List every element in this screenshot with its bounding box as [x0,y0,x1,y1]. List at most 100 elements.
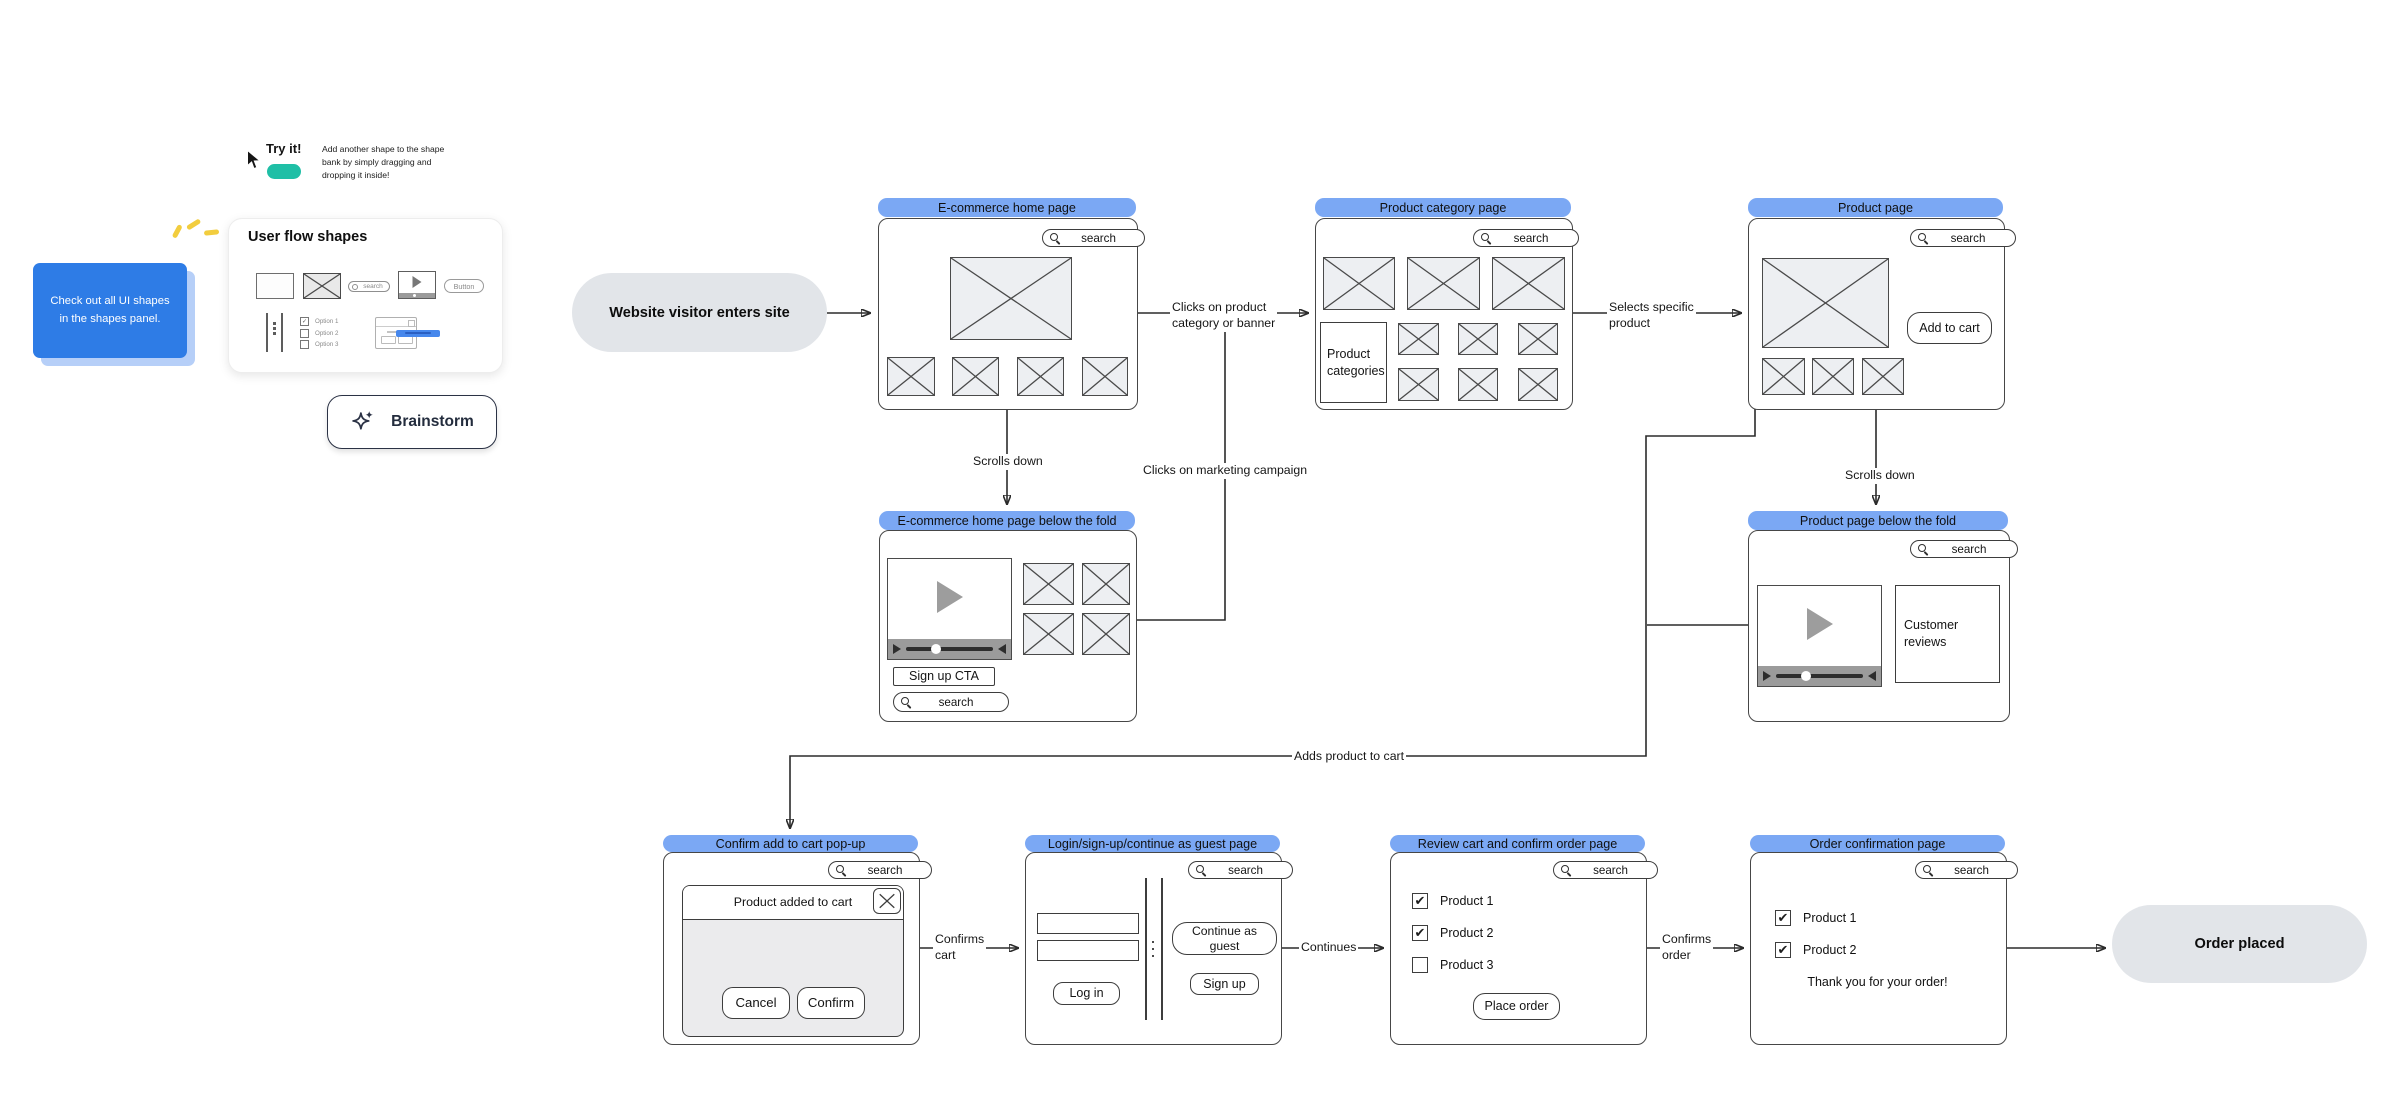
customer-reviews-box[interactable]: Customer reviews [1895,585,2000,683]
try-it-toggle[interactable] [267,164,301,179]
continue-as-guest-button[interactable]: Continue as guest [1172,922,1277,955]
cursor-icon [246,149,262,176]
image-placeholder[interactable] [1762,358,1805,395]
image-placeholder[interactable] [1812,358,1854,395]
node-header-popup[interactable]: Confirm add to cart pop-up [663,835,918,852]
edge-label-adds-to-cart[interactable]: Adds product to cart [1292,749,1407,765]
node-header-confirmation[interactable]: Order confirmation page [1750,835,2005,852]
image-placeholder[interactable] [952,357,999,396]
node-title: Order confirmation page [1809,836,1946,851]
add-to-cart-button[interactable]: Add to cart [1907,312,1992,344]
checkbox[interactable]: ✔ [1412,893,1428,909]
shape-thumb-link-bar[interactable] [396,330,440,337]
product-categories-box[interactable]: Product categories [1320,322,1387,403]
brainstorm-button[interactable]: Brainstorm [327,395,497,449]
shapes-panel[interactable]: User flow shapes search Button ✓ [228,218,503,373]
shape-thumb-video-player[interactable] [398,271,436,299]
image-placeholder[interactable] [1407,257,1480,310]
search-field[interactable]: search [1915,861,2018,879]
image-placeholder[interactable] [1082,357,1128,396]
signup-button[interactable]: Sign up [1190,973,1259,995]
place-order-button[interactable]: Place order [1473,993,1560,1020]
edge-label-scrolls-down-product[interactable]: Scrolls down [1843,468,1917,484]
search-field[interactable]: search [1910,229,2016,247]
image-placeholder[interactable] [1492,257,1565,310]
video-player[interactable] [887,558,1012,660]
search-field[interactable]: search [1473,229,1579,247]
shape-thumb-button[interactable]: Button [444,279,484,293]
image-placeholder[interactable] [950,257,1072,340]
signup-cta-button[interactable]: Sign up CTA [893,667,995,686]
thumb-button-label: Button [453,281,475,291]
image-placeholder[interactable] [1398,368,1439,401]
node-header-product-below[interactable]: Product page below the fold [1748,511,2008,530]
close-button[interactable] [873,888,901,914]
edge-label-confirms-order[interactable]: Confirms order [1660,932,1714,964]
progress-track [906,644,993,654]
username-input[interactable] [1037,913,1139,934]
video-controls-bar [399,293,435,298]
image-placeholder[interactable] [1862,358,1904,395]
search-field[interactable]: search [1553,861,1658,879]
shape-thumb-search-field[interactable]: search [348,281,390,292]
edge-label-selects-product[interactable]: Selects specific product [1607,300,1696,332]
node-header-login[interactable]: Login/sign-up/continue as guest page [1025,835,1280,852]
cancel-button[interactable]: Cancel [722,987,790,1019]
image-placeholder[interactable] [1762,258,1889,348]
shape-thumb-scrollbar[interactable] [266,313,283,352]
node-header-home-below[interactable]: E-commerce home page below the fold [879,511,1135,530]
image-placeholder[interactable] [1082,563,1130,605]
checkbox[interactable]: ✔ [1775,942,1791,958]
edge-label-continues[interactable]: Continues [1299,940,1359,956]
image-placeholder[interactable] [1323,257,1395,310]
checkbox-icon [300,328,309,338]
image-placeholder[interactable] [1458,368,1498,401]
image-placeholder[interactable] [1518,368,1558,401]
image-placeholder[interactable] [1017,357,1064,396]
play-icon [412,275,422,288]
node-header-review[interactable]: Review cart and confirm order page [1390,835,1645,852]
search-icon [1196,865,1206,875]
image-placeholder[interactable] [1082,613,1130,655]
try-it-tip: Add another shape to the shape bank by s… [322,144,445,180]
sparkle-icon [350,409,377,436]
close-icon [879,893,895,909]
search-field[interactable]: search [1910,540,2018,558]
promo-box[interactable]: Check out all UI shapes in the shapes pa… [33,263,187,358]
search-field[interactable]: search [893,692,1009,712]
video-player[interactable] [1757,585,1882,687]
image-placeholder[interactable] [1398,323,1439,355]
edge-label-confirms-cart[interactable]: Confirms cart [933,932,987,964]
edge-label-clicks-category[interactable]: Clicks on product category or banner [1170,300,1278,332]
node-end[interactable]: Order placed [2112,905,2367,983]
login-button[interactable]: Log in [1053,982,1120,1005]
search-field[interactable]: search [828,861,932,879]
node-start[interactable]: Website visitor enters site [572,273,827,352]
shape-thumb-checkbox-list[interactable]: ✓ Option 1 Option 2 Option 3 [300,317,360,349]
cart-modal[interactable]: Product added to cart [682,885,904,1037]
image-placeholder[interactable] [1023,613,1074,655]
confirm-button[interactable]: Confirm [797,987,865,1019]
node-header-home[interactable]: E-commerce home page [878,198,1136,217]
checkbox[interactable]: ✔ [1412,957,1428,973]
edge-label-clicks-marketing[interactable]: Clicks on marketing campaign [1141,463,1310,479]
node-header-category[interactable]: Product category page [1315,198,1571,217]
search-field[interactable]: search [1042,229,1145,247]
shape-thumb-image-placeholder[interactable] [303,273,341,299]
image-placeholder[interactable] [1458,323,1498,355]
node-title: E-commerce home page below the fold [897,513,1117,528]
node-header-product[interactable]: Product page [1748,198,2003,217]
edge-label-scrolls-down-home[interactable]: Scrolls down [971,454,1045,470]
image-placeholder[interactable] [887,357,935,396]
image-placeholder[interactable] [1518,323,1558,355]
shape-thumb-rectangle[interactable] [256,273,294,299]
checkbox[interactable]: ✔ [1412,925,1428,941]
node-start-label: Website visitor enters site [609,304,790,321]
product-label: Product 3 [1440,958,1494,972]
image-placeholder[interactable] [1023,563,1074,605]
password-input[interactable] [1037,940,1139,961]
search-field[interactable]: search [1188,861,1293,879]
node-confirmation[interactable] [1750,852,2007,1045]
checkbox[interactable]: ✔ [1775,910,1791,926]
